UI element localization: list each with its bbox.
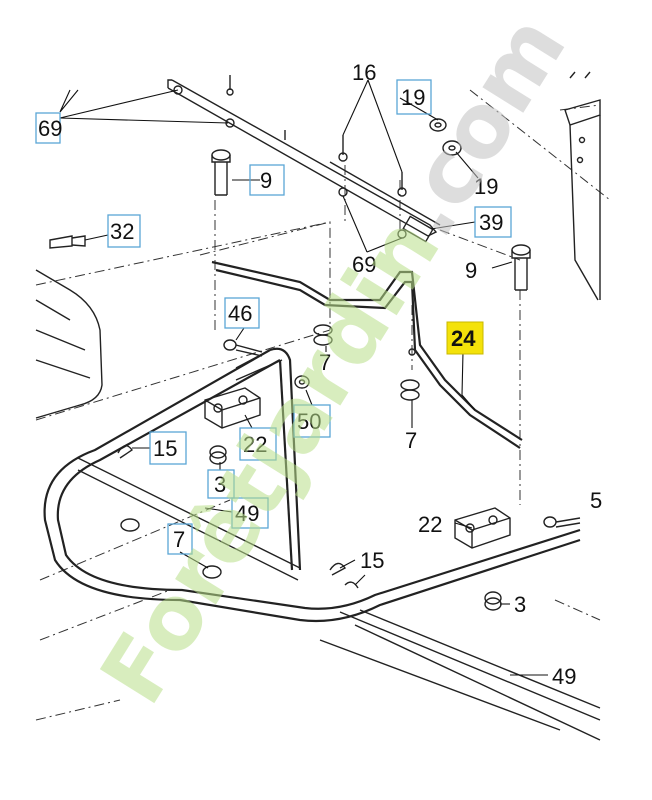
svg-text:46: 46 bbox=[228, 301, 252, 326]
callout-5-right: 5 bbox=[590, 488, 602, 513]
callout-69-mid: 69 bbox=[352, 252, 376, 277]
nuts-19 bbox=[429, 118, 462, 156]
callout-46: 46 bbox=[224, 297, 260, 329]
svg-text:15: 15 bbox=[153, 436, 177, 461]
callout-7-b: 7 bbox=[405, 428, 417, 453]
callout-22-a: 22 bbox=[239, 427, 277, 461]
frame-end-bolt bbox=[543, 516, 581, 528]
callout-32: 32 bbox=[107, 214, 141, 248]
svg-text:16: 16 bbox=[352, 60, 376, 85]
callout-7-c: 7 bbox=[167, 523, 193, 555]
bolt-46 bbox=[223, 339, 263, 357]
bracket-22-right bbox=[454, 507, 511, 549]
callout-24: 24 bbox=[446, 321, 484, 355]
callout-7-a: 7 bbox=[319, 350, 331, 375]
svg-text:7: 7 bbox=[173, 527, 185, 552]
svg-text:5: 5 bbox=[590, 488, 602, 513]
svg-text:69: 69 bbox=[352, 252, 376, 277]
svg-text:3: 3 bbox=[514, 592, 526, 617]
svg-text:49: 49 bbox=[552, 664, 576, 689]
svg-text:9: 9 bbox=[465, 258, 477, 283]
svg-text:50: 50 bbox=[297, 409, 321, 434]
nut-50 bbox=[294, 375, 310, 389]
callout-15-b: 15 bbox=[360, 548, 384, 573]
svg-text:49: 49 bbox=[235, 501, 259, 526]
leader-lines bbox=[59, 79, 548, 676]
callout-49-b: 49 bbox=[552, 664, 576, 689]
rubber-mounts-7 bbox=[120, 324, 420, 579]
bolt-9-left bbox=[211, 149, 231, 196]
svg-text:22: 22 bbox=[243, 432, 267, 457]
svg-text:69: 69 bbox=[38, 116, 62, 141]
callout-49-a: 49 bbox=[231, 497, 269, 529]
callout-19-b: 19 bbox=[474, 174, 498, 199]
callout-3-b: 3 bbox=[514, 592, 526, 617]
beam-bolts bbox=[173, 75, 407, 239]
callout-50: 50 bbox=[293, 404, 331, 438]
bracket-22-left bbox=[204, 387, 261, 429]
bent-rod-24 bbox=[211, 260, 523, 449]
svg-text:22: 22 bbox=[418, 512, 442, 537]
main-u-frame-49 bbox=[43, 347, 581, 623]
callout-19-a: 19 bbox=[396, 79, 432, 115]
svg-text:3: 3 bbox=[214, 472, 226, 497]
top-cross-beam bbox=[167, 79, 441, 243]
callout-3-a: 3 bbox=[207, 469, 235, 499]
callout-9-right: 9 bbox=[465, 258, 477, 283]
bolt-32 bbox=[49, 235, 86, 249]
bottom-beam-49 bbox=[319, 609, 601, 741]
svg-text:19: 19 bbox=[474, 174, 498, 199]
callout-69-left: 69 bbox=[35, 112, 62, 144]
svg-text:39: 39 bbox=[479, 210, 503, 235]
bolt-9-right bbox=[511, 244, 531, 291]
clips-15 bbox=[117, 445, 359, 589]
callout-22-b: 22 bbox=[418, 512, 442, 537]
svg-text:Forêtjardin.com: Forêtjardin.com bbox=[80, 0, 585, 721]
watermark-logo: Forêtjardin.com bbox=[80, 0, 585, 721]
callout-16-top: 16 bbox=[352, 60, 376, 85]
svg-text:19: 19 bbox=[401, 85, 425, 110]
svg-text:24: 24 bbox=[451, 326, 476, 351]
callout-9-left: 9 bbox=[249, 164, 285, 196]
svg-text:9: 9 bbox=[260, 168, 272, 193]
callouts: 69 16 19 19 9 39 32 69 9 bbox=[35, 60, 602, 689]
callout-39: 39 bbox=[474, 206, 512, 238]
construction-lines bbox=[35, 89, 611, 721]
svg-text:15: 15 bbox=[360, 548, 384, 573]
callout-15-a: 15 bbox=[149, 431, 187, 465]
svg-text:32: 32 bbox=[110, 219, 134, 244]
side-bracket-right bbox=[564, 71, 601, 301]
svg-text:7: 7 bbox=[319, 350, 331, 375]
svg-text:7: 7 bbox=[405, 428, 417, 453]
housing-left bbox=[35, 269, 103, 419]
